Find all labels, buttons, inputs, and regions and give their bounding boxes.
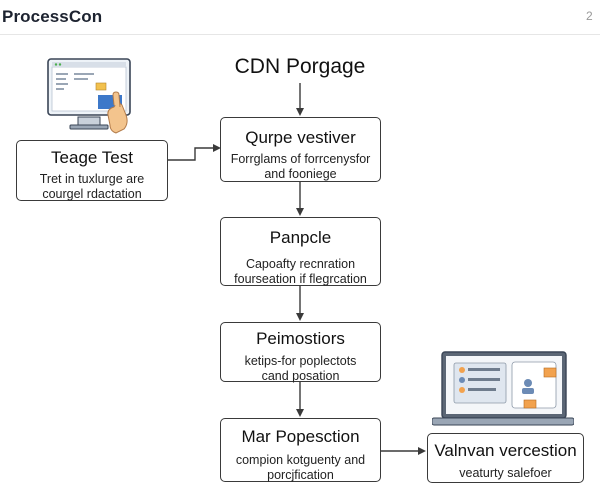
box-title: Valnvan vercestion: [434, 441, 577, 460]
step-title: Peimostiors: [256, 329, 345, 348]
box-title: Teage Test: [51, 148, 133, 167]
box-line: veaturty salefoer: [459, 466, 552, 480]
box-result: Valnvan vercestion veaturty salefoer: [427, 433, 584, 483]
page-number: 2: [586, 9, 593, 23]
step-box-2: Panpcle Capoafty recnration fourseation …: [220, 217, 381, 286]
computer-touch-icon: [44, 57, 140, 137]
step-line: compion kotguenty and: [235, 453, 366, 467]
box-line: Tret in tuxlurge are: [39, 172, 145, 186]
step-line: fourseation if flegrcation: [234, 272, 367, 286]
step-line: cand posation: [261, 369, 340, 383]
diagram-title: CDN Porgage: [234, 55, 366, 78]
step-line: Capoafty recnration: [245, 257, 356, 271]
step-line: Forrglams of forrcenysfor: [230, 152, 371, 166]
box-line: courgel rdactation: [42, 187, 142, 201]
box-teage-test: Teage Test Tret in tuxlurge are courgel …: [16, 140, 168, 201]
header: ProcessCon 2: [0, 0, 600, 35]
arrow-side-to-step1: [167, 147, 219, 161]
step-line: and fooniege: [264, 167, 337, 181]
step-box-1: Qurpe vestiver Forrglams of forrcenysfor…: [220, 117, 381, 182]
step-line: ketips-for poplectots: [244, 354, 357, 368]
step-box-3: Peimostiors ketips-for poplectots cand p…: [220, 322, 381, 383]
brand-title: ProcessCon: [2, 7, 103, 26]
step-title: Panpcle: [269, 228, 332, 247]
step-title: Mar Popesction: [241, 427, 360, 446]
laptop-files-icon: [431, 350, 575, 428]
step-title: Qurpe vestiver: [245, 128, 356, 147]
step-box-4: Mar Popesction compion kotguenty and por…: [220, 418, 381, 482]
step-line: porcjfication: [267, 468, 334, 482]
